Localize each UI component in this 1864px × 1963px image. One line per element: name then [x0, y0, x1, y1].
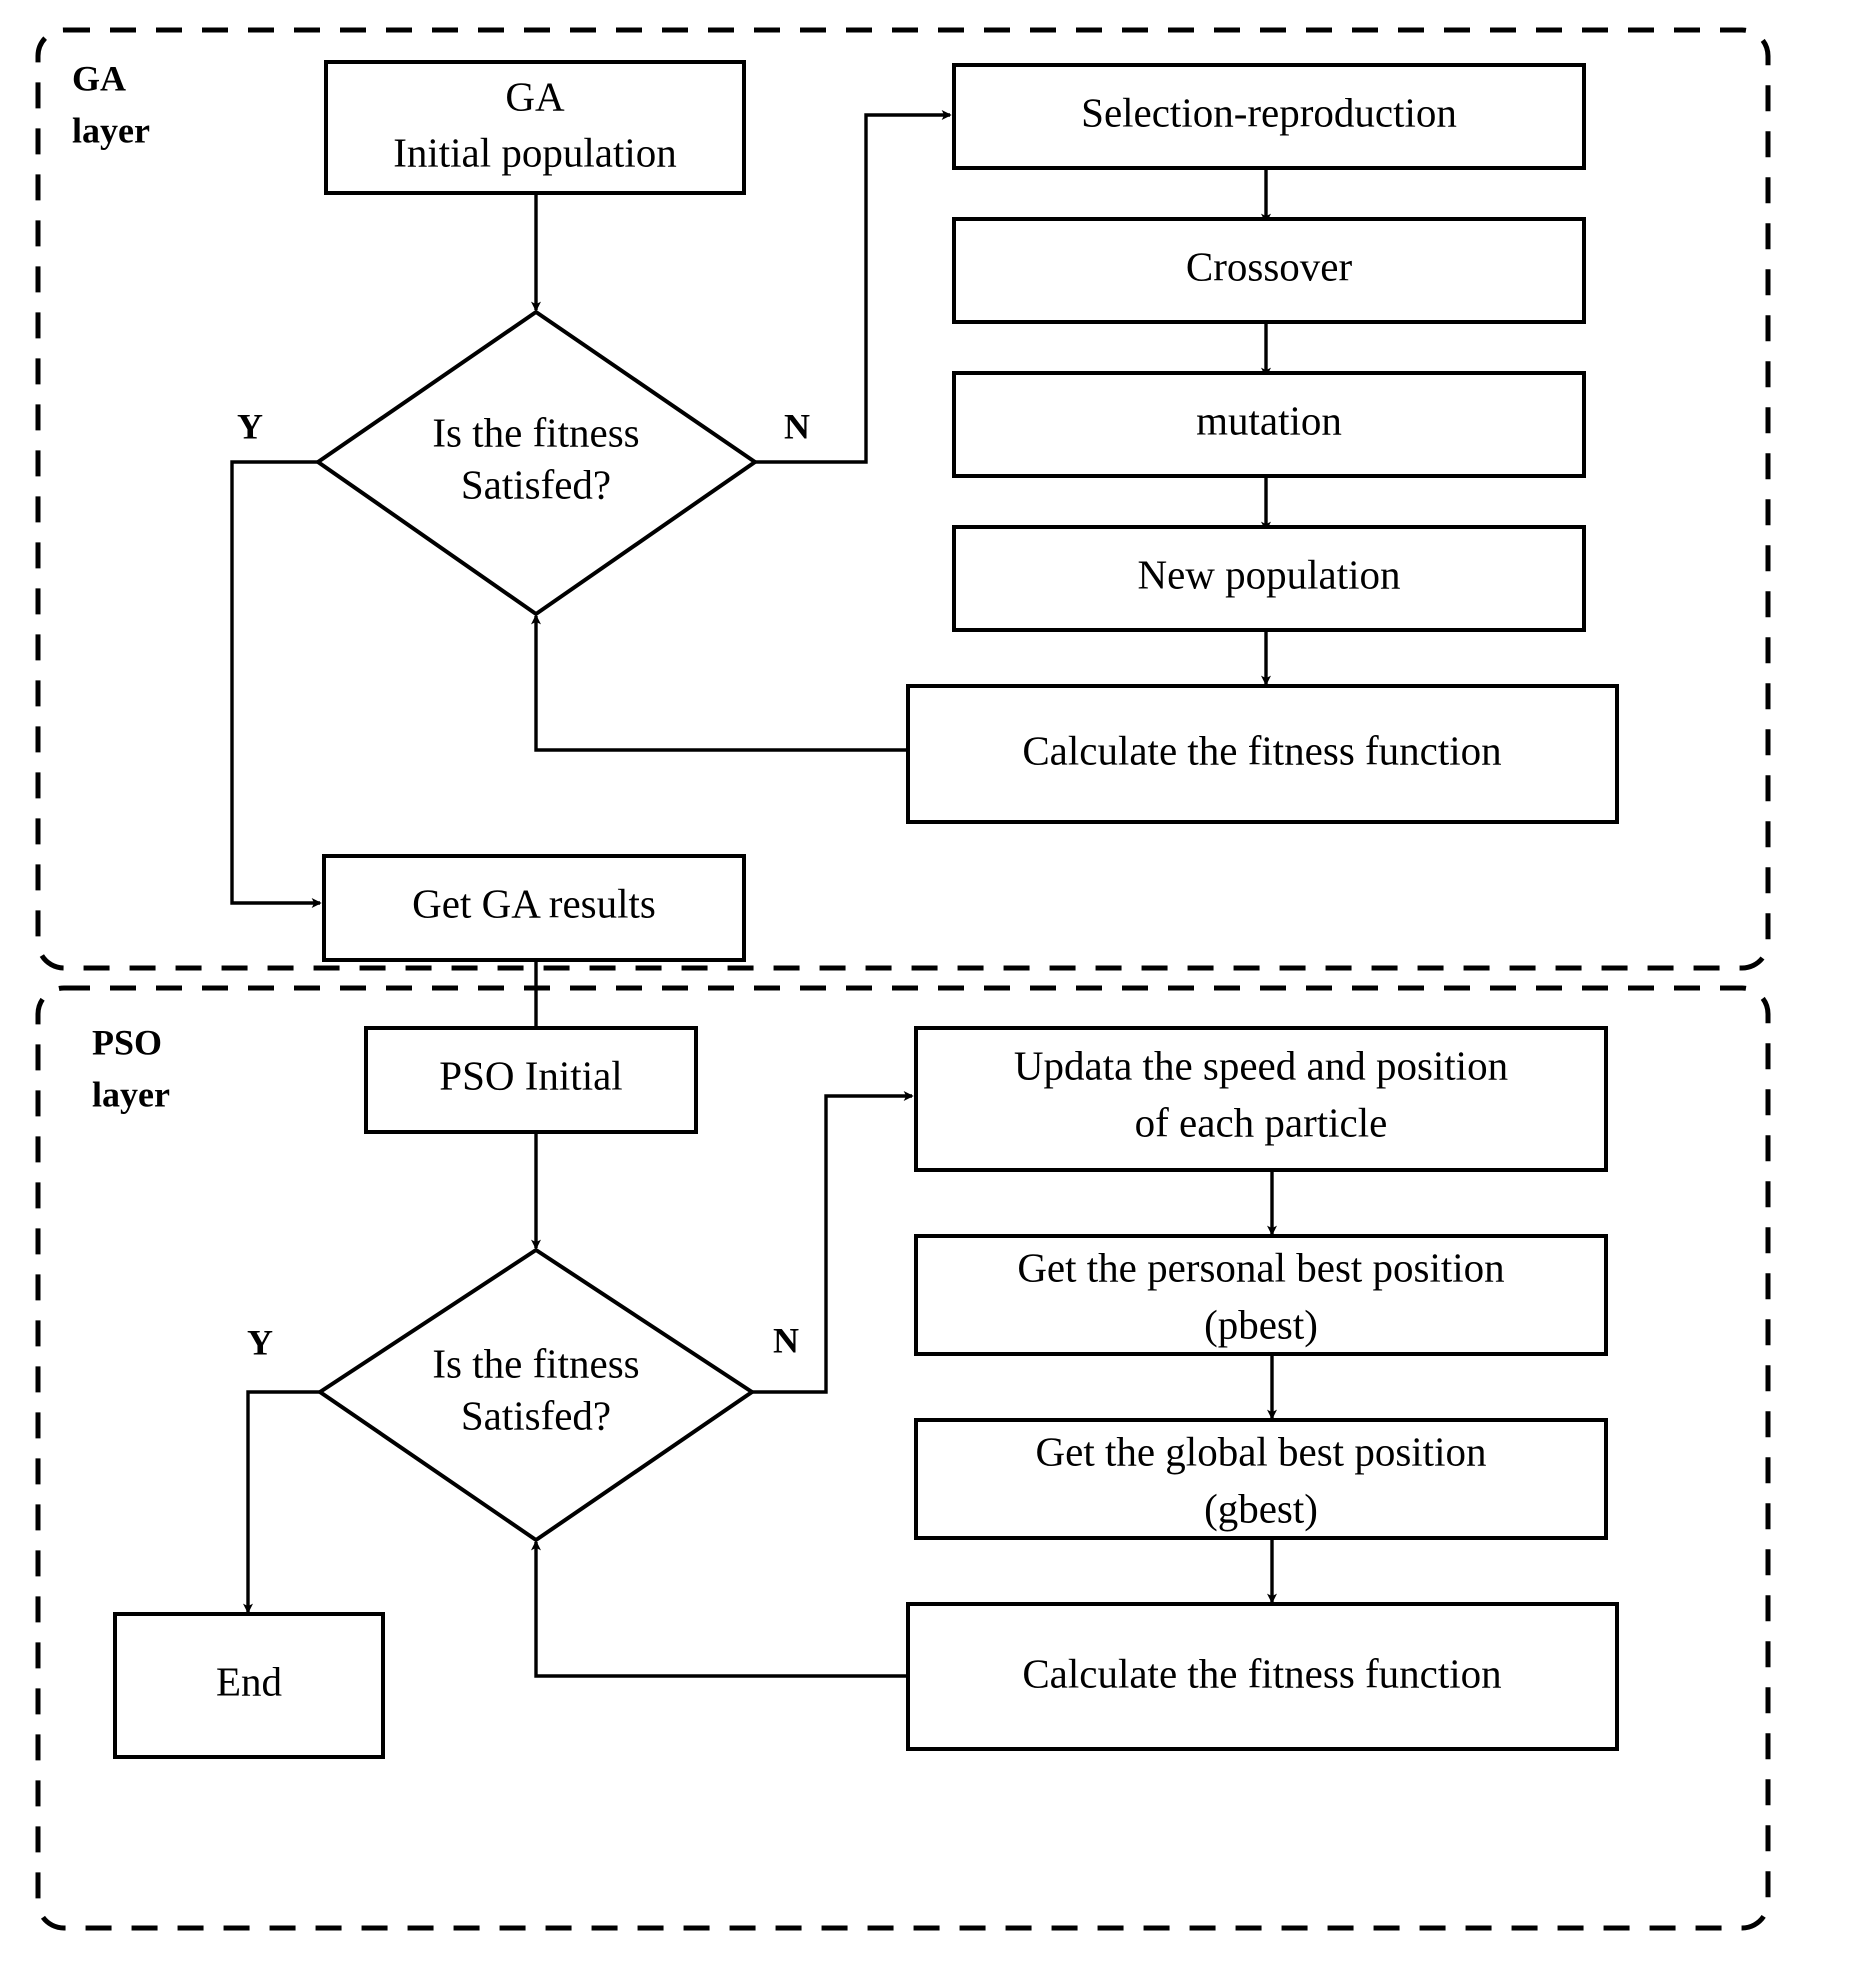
pso-update-speed-position-line2: of each particle [1135, 1099, 1388, 1145]
pso-end-box[interactable] [113, 1612, 385, 1759]
pso-update-speed-position-box[interactable] [914, 1026, 1608, 1172]
pso-edge-calculate-to-decision [531, 1540, 908, 1678]
ga-get-results-label: Get GA results [412, 880, 656, 926]
ga-initial-population-line1: GA [505, 73, 565, 119]
ga-selection-reproduction-label: Selection-reproduction [1081, 89, 1457, 135]
ga-layer-frame [35, 27, 1771, 971]
pso-gbest-box[interactable] [914, 1418, 1608, 1540]
pso-fitness-decision-diamond[interactable] [316, 1247, 756, 1543]
ga-branch-label-yes: Y [237, 406, 263, 446]
ga-edge-calculate-to-decision [531, 614, 908, 752]
pso-update-speed-position-line1: Updata the speed and position [1014, 1042, 1508, 1088]
ga-fitness-decision-diamond[interactable] [314, 309, 759, 617]
pso-layer-frame [35, 985, 1771, 1931]
ga-edge-decision-y-to-results [230, 460, 322, 908]
ga-fitness-decision-line1: Is the fitness [432, 409, 639, 455]
ga-fitness-decision-line2: Satisfed? [461, 461, 611, 507]
pso-branch-label-no: N [773, 1320, 799, 1360]
ga-layer-label-line1: GA [72, 58, 126, 98]
pso-gbest-line1: Get the global best position [1036, 1428, 1487, 1474]
pso-edge-decision-n-to-update [752, 1091, 914, 1394]
pso-initial-label: PSO Initial [439, 1052, 622, 1098]
ga-edge-decision-n-to-selection [755, 110, 952, 464]
ga-crossover-box[interactable] [952, 217, 1586, 324]
ga-new-population-label: New population [1137, 551, 1400, 597]
pso-gbest-line2: (gbest) [1204, 1485, 1318, 1531]
ga-calculate-fitness-label: Calculate the fitness function [1022, 727, 1501, 773]
ga-layer-label-line2: layer [72, 110, 150, 150]
pso-pbest-line1: Get the personal best position [1017, 1244, 1504, 1290]
ga-mutation-label: mutation [1196, 397, 1342, 443]
ga-get-results-box[interactable] [322, 854, 746, 962]
ga-initial-population-box[interactable] [324, 60, 746, 195]
ga-mutation-box[interactable] [952, 371, 1586, 478]
pso-layer-label-line2: layer [92, 1074, 170, 1114]
pso-end-label: End [216, 1658, 282, 1704]
pso-pbest-box[interactable] [914, 1234, 1608, 1356]
pso-fitness-decision-line2: Satisfed? [461, 1392, 611, 1438]
ga-crossover-label: Crossover [1186, 243, 1353, 289]
pso-initial-box[interactable] [364, 1026, 698, 1134]
pso-pbest-line2: (pbest) [1204, 1301, 1318, 1347]
pso-layer-label-line1: PSO [92, 1022, 162, 1062]
ga-initial-population-line2: Initial population [393, 129, 677, 175]
ga-branch-label-no: N [784, 406, 810, 446]
pso-calculate-fitness-label: Calculate the fitness function [1022, 1650, 1501, 1696]
ga-new-population-box[interactable] [952, 525, 1586, 632]
ga-calculate-fitness-box[interactable] [906, 684, 1619, 824]
pso-edge-decision-y-to-end [243, 1390, 320, 1614]
pso-fitness-decision-line1: Is the fitness [432, 1340, 639, 1386]
pso-calculate-fitness-box[interactable] [906, 1602, 1619, 1751]
ga-selection-reproduction-box[interactable] [952, 63, 1586, 170]
pso-branch-label-yes: Y [247, 1322, 273, 1362]
